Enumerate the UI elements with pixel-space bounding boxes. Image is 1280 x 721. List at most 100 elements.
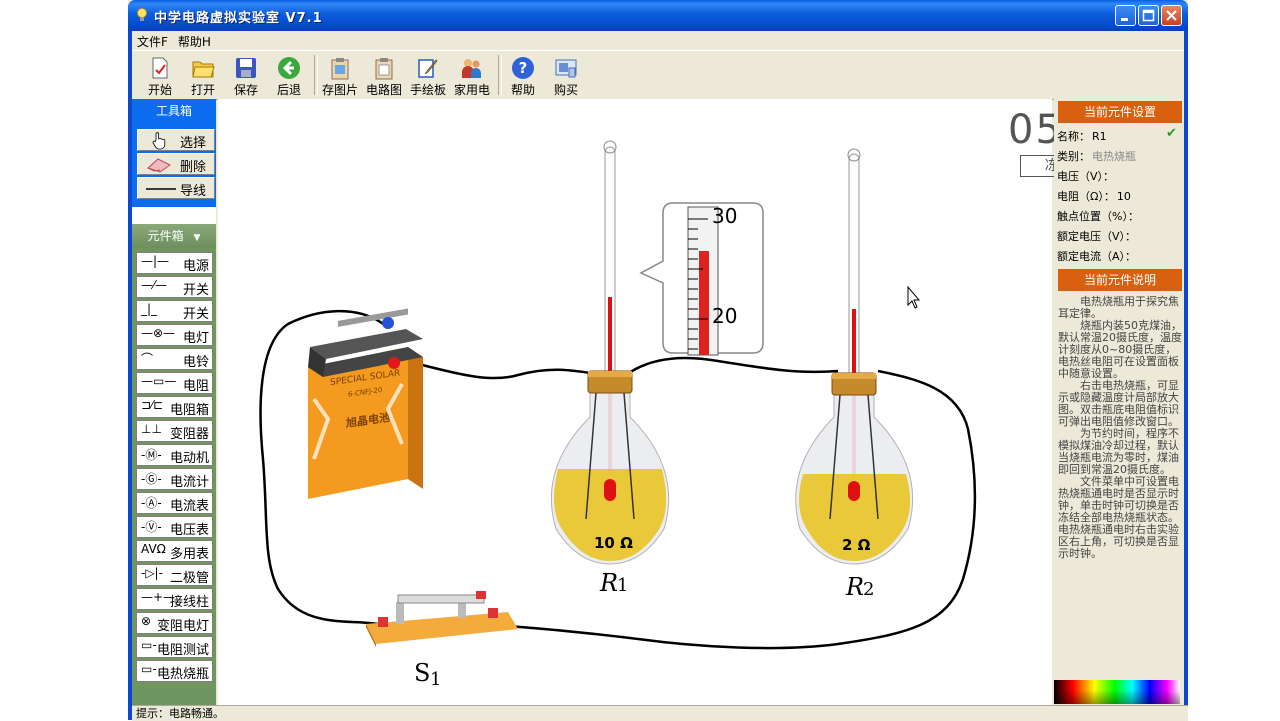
save-button[interactable]: 保存 xyxy=(224,54,268,97)
switch-s1[interactable] xyxy=(366,591,518,647)
zoom-label-top: 30 xyxy=(712,204,737,228)
tool-select-label: 选择 xyxy=(179,136,206,151)
prop-contact[interactable]: 触点位置（%）： xyxy=(1057,210,1139,223)
title-bar[interactable]: 中学电路虚拟实验室 V7.1 xyxy=(128,0,1188,31)
menu-file[interactable]: 文件F xyxy=(137,35,168,49)
maximize-button[interactable] xyxy=(1138,5,1159,26)
component-symbol-icon: —+— xyxy=(141,590,176,604)
cursor-icon xyxy=(907,285,921,309)
component-item[interactable]: -Ⓐ-电流表 xyxy=(136,492,213,514)
experiment-canvas[interactable]: 05:22 冻 结 SPECIAL SOLAR 6-CNFJ-20 旭晶电池 xyxy=(218,99,1131,705)
svg-text:6-CNFJ-20: 6-CNFJ-20 xyxy=(348,385,382,399)
component-item[interactable]: —⊗—电灯 xyxy=(136,324,213,346)
component-item[interactable]: ▭-电阻测试 xyxy=(136,636,213,658)
component-symbol-icon: —⁄— xyxy=(141,278,168,292)
component-symbol-icon: -Ⓖ- xyxy=(141,472,162,486)
prop-resistance[interactable]: 电阻（Ω）：10 xyxy=(1057,190,1131,203)
tool-delete[interactable]: 删除 xyxy=(137,153,215,175)
flask-r1[interactable] xyxy=(550,140,670,565)
svg-text:SPECIAL SOLAR: SPECIAL SOLAR xyxy=(330,368,401,388)
component-symbol-icon: ▭- xyxy=(141,662,157,676)
help-button[interactable]: ? 帮助 xyxy=(501,54,545,97)
component-item[interactable]: -Ⓜ-电动机 xyxy=(136,444,213,466)
tool-select[interactable]: 选择 xyxy=(137,129,215,151)
handboard-button[interactable]: 手绘板 xyxy=(406,54,450,97)
toolbar-separator xyxy=(498,55,502,95)
r2-label: R xyxy=(845,573,864,601)
component-item[interactable]: -Ⓖ-电流计 xyxy=(136,468,213,490)
component-item[interactable]: ⊥⊥变阻器 xyxy=(136,420,213,442)
battery-negative-terminal xyxy=(382,317,394,329)
color-palette[interactable] xyxy=(1054,680,1180,704)
buy-button[interactable]: 购买 xyxy=(544,54,588,97)
component-item[interactable]: -Ⓥ-电压表 xyxy=(136,516,213,538)
start-button[interactable]: 开始 xyxy=(138,54,182,97)
prop-rated-current[interactable]: 额定电流（A）： xyxy=(1057,250,1137,263)
close-button[interactable] xyxy=(1161,5,1182,26)
properties-panel: 当前元件设置 名称：R1 ✔ 类别：电热烧瓶 电压（V）： 电阻（Ω）：10 触… xyxy=(1054,99,1184,705)
component-symbol-icon: —▭— xyxy=(141,374,177,388)
circuit-diagram-button[interactable]: 电路图 xyxy=(362,54,406,97)
close-icon xyxy=(1166,10,1177,21)
save-image-button[interactable]: 存图片 xyxy=(318,54,362,97)
description-title: 当前元件说明 xyxy=(1058,269,1182,291)
circuit-drawing: SPECIAL SOLAR 6-CNFJ-20 旭晶电池 S 1 xyxy=(259,140,977,690)
wire xyxy=(625,356,839,377)
tool-wire[interactable]: 导线 xyxy=(137,177,215,199)
component-item[interactable]: ▭-电热烧瓶 xyxy=(136,660,213,682)
pencil-board-icon xyxy=(418,59,438,78)
r1-subscript: 1 xyxy=(617,575,628,596)
component-symbol-icon: -Ⓜ- xyxy=(141,448,162,462)
window-border-right xyxy=(1184,31,1188,720)
component-item[interactable]: —⁄—开关 xyxy=(136,276,213,298)
menu-help[interactable]: 帮助H xyxy=(177,35,211,49)
minimize-icon xyxy=(1121,18,1128,21)
prop-type: 类别：电热烧瓶 xyxy=(1057,150,1136,163)
component-symbol-icon: -▷|- xyxy=(141,566,163,580)
toolbox: 工具箱 选择 删除 导线 xyxy=(132,99,216,207)
floppy-disk-icon xyxy=(236,58,256,78)
component-item[interactable]: _|_开关 xyxy=(136,300,213,322)
r1-label: R xyxy=(599,569,618,597)
switch-label: S xyxy=(414,659,430,687)
family-icon xyxy=(462,59,481,78)
components-header[interactable]: 元件箱 ▼ xyxy=(132,224,216,248)
hand-pointer-icon xyxy=(152,132,166,150)
component-item[interactable]: -▷|-二极管 xyxy=(136,564,213,586)
component-symbol-icon: -Ⓥ- xyxy=(141,520,162,534)
r2-subscript: 2 xyxy=(863,579,874,600)
description-text: 电热烧瓶用于探究焦耳定律。 烧瓶内装50克煤油，默认常温20摄氏度，温度计刻度从… xyxy=(1058,295,1182,560)
clipboard-image-icon xyxy=(331,58,349,80)
window-border-left xyxy=(128,31,132,720)
menu-bar: 文件F 帮助H xyxy=(132,31,1184,50)
component-symbol-icon: ⊐⁄⊏ xyxy=(141,398,164,412)
new-document-icon xyxy=(152,57,168,79)
prop-rated-voltage[interactable]: 额定电压（V）： xyxy=(1057,230,1137,243)
component-symbol-icon: AVΩ xyxy=(141,542,166,556)
component-item[interactable]: ⌒电铃 xyxy=(136,348,213,370)
left-panel: 工具箱 选择 删除 导线 元件箱 ▼ —|—电源 —⁄—开关 _|_开关 —⊗—… xyxy=(132,99,216,708)
component-symbol-icon: ⊗ xyxy=(141,614,152,628)
component-symbol-icon: —⊗— xyxy=(141,326,176,340)
component-list: —|—电源 —⁄—开关 _|_开关 —⊗—电灯 ⌒电铃 —▭—电阻 ⊐⁄⊏电阻箱… xyxy=(132,248,216,708)
wire-line-icon xyxy=(146,188,176,190)
battery[interactable]: SPECIAL SOLAR 6-CNFJ-20 旭晶电池 xyxy=(308,308,423,499)
household-button[interactable]: 家用电 xyxy=(450,54,494,97)
status-bar: 提示：电路畅通。 xyxy=(132,705,1188,721)
prop-voltage[interactable]: 电压（V）： xyxy=(1057,170,1115,183)
component-item[interactable]: —+—接线柱 xyxy=(136,588,213,610)
minimize-button[interactable] xyxy=(1115,5,1136,26)
wire xyxy=(259,309,387,626)
component-item[interactable]: ⊗变阻电灯 xyxy=(136,612,213,634)
purchase-icon xyxy=(555,59,577,78)
component-item[interactable]: ⊐⁄⊏电阻箱 xyxy=(136,396,213,418)
wire xyxy=(417,362,604,380)
flask-r2[interactable] xyxy=(795,148,914,565)
open-button[interactable]: 打开 xyxy=(181,54,225,97)
back-button[interactable]: 后退 xyxy=(267,54,311,97)
component-symbol-icon: —|— xyxy=(141,254,170,268)
component-item[interactable]: —|—电源 xyxy=(136,252,213,274)
component-item[interactable]: —▭—电阻 xyxy=(136,372,213,394)
thermometer-zoom[interactable] xyxy=(639,202,764,356)
